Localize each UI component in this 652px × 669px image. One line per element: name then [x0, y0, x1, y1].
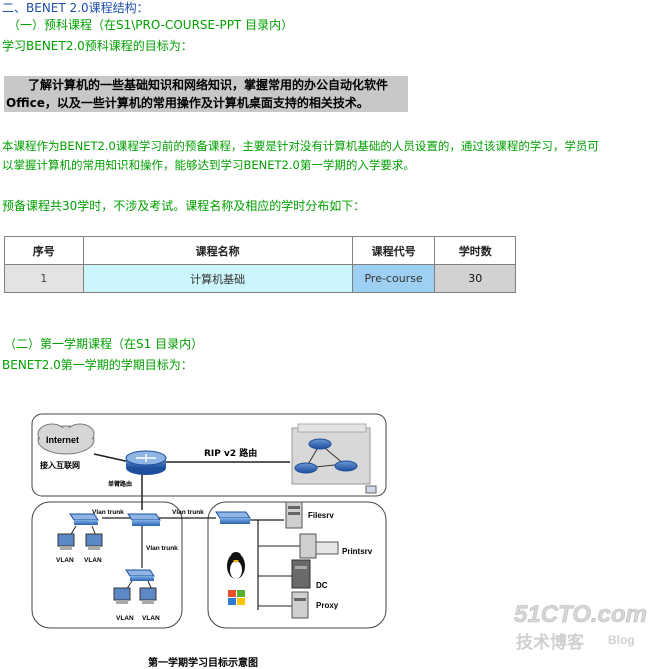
border-router-label: 单臂路由 — [108, 480, 132, 488]
watermark-subtitle: 技术博客 — [516, 632, 585, 653]
pre-course-goal-intro: 学习BENET2.0预科课程的目标为： — [2, 39, 193, 53]
bottom-switch-icon — [125, 569, 155, 581]
pc-icon — [85, 533, 103, 550]
pre-course-heading: （一）预科课程（在S1\PRO-COURSE-PPT 目录内） — [8, 18, 294, 32]
left-switch-icon — [69, 513, 99, 525]
diagram-caption: 第一学期学习目标示意图 — [148, 658, 258, 669]
core-switch-icon — [127, 513, 161, 526]
pc-icon — [57, 533, 75, 550]
vlan-label: VLAN — [142, 615, 160, 622]
cell-index: 1 — [4, 264, 84, 293]
course-description-line-2: 以掌握计算机的常用知识和操作，能够达到学习BENET2.0第一学期的入学要求。 — [2, 158, 415, 172]
cell-course-code: Pre-course — [351, 264, 436, 293]
goal-summary-line-2: Office，以及一些计算机的常用操作及计算机桌面支持的相关技术。 — [6, 96, 369, 110]
vlan-label: VLAN — [56, 557, 74, 564]
internet-label: Internet — [46, 435, 79, 445]
proxy-label: Proxy — [316, 601, 339, 610]
network-topology-diagram: Internet 接入互联网 单臂路由 RIP v2 路由 Vlan trunk… — [31, 413, 387, 629]
vlan-label: VLAN — [84, 557, 102, 564]
table-header-row: 序号 课程名称 课程代号 学时数 — [4, 236, 516, 265]
watermark-logo: 51CTO.com 技术博客 Blog — [514, 601, 648, 653]
term1-goal-intro: BENET2.0第一学期的学期目标为： — [2, 358, 193, 372]
header-index: 序号 — [4, 236, 84, 265]
file-server-icon — [285, 501, 303, 529]
small-logo-icon — [365, 485, 377, 494]
course-hours-line: 预备课程共30学时，不涉及考试。课程名称及相应的学时分布如下： — [2, 199, 366, 213]
cell-course-name: 计算机基础 — [82, 264, 353, 293]
trunk-label-3: Vlan trunk — [146, 545, 178, 552]
dc-label: DC — [316, 581, 328, 590]
server-switch-icon — [215, 511, 251, 524]
pc-icon — [139, 587, 157, 604]
header-hours: 学时数 — [434, 236, 516, 265]
course-description-line-1: 本课程作为BENET2.0课程学习前的预备课程，主要是针对没有计算机基础的人员设… — [2, 139, 599, 153]
goal-summary-box: 了解计算机的一些基础知识和网络知识，掌握常用的办公自动化软件 Office，以及… — [4, 76, 408, 112]
watermark-blog: Blog — [608, 633, 635, 647]
rip-label: RIP v2 路由 — [204, 447, 257, 459]
header-course-code: 课程代号 — [351, 236, 436, 265]
course-table: 序号 课程名称 课程代号 学时数 1 计算机基础 Pre-course 30 — [4, 236, 516, 293]
border-router-icon — [125, 450, 167, 475]
rip-router-cluster — [291, 423, 371, 485]
cell-hours: 30 — [434, 264, 516, 293]
internet-cloud-icon — [37, 423, 95, 455]
goal-summary-line-1: 了解计算机的一些基础知识和网络知识，掌握常用的办公自动化软件 — [28, 78, 389, 92]
windows-logo-icon — [228, 590, 245, 605]
table-row: 1 计算机基础 Pre-course 30 — [4, 264, 516, 293]
section-title: 二、BENET 2.0课程结构： — [2, 1, 149, 15]
printsrv-label: Printsrv — [342, 547, 373, 556]
trunk-label-2: Vlan trunk — [172, 509, 204, 516]
dc-server-icon — [291, 559, 311, 589]
term1-heading: （二）第一学期课程（在S1 目录内） — [4, 337, 204, 351]
print-server-icon — [299, 533, 339, 559]
linux-penguin-icon — [227, 552, 245, 579]
watermark-brand: 51CTO.com — [514, 601, 647, 628]
header-course-name: 课程名称 — [82, 236, 353, 265]
proxy-server-icon — [291, 591, 309, 619]
pc-icon — [113, 587, 131, 604]
trunk-label-1: Vlan trunk — [92, 509, 124, 516]
filesrv-label: Filesrv — [308, 511, 334, 520]
internet-access-label: 接入互联网 — [40, 460, 80, 470]
vlan-label: VLAN — [116, 615, 134, 622]
